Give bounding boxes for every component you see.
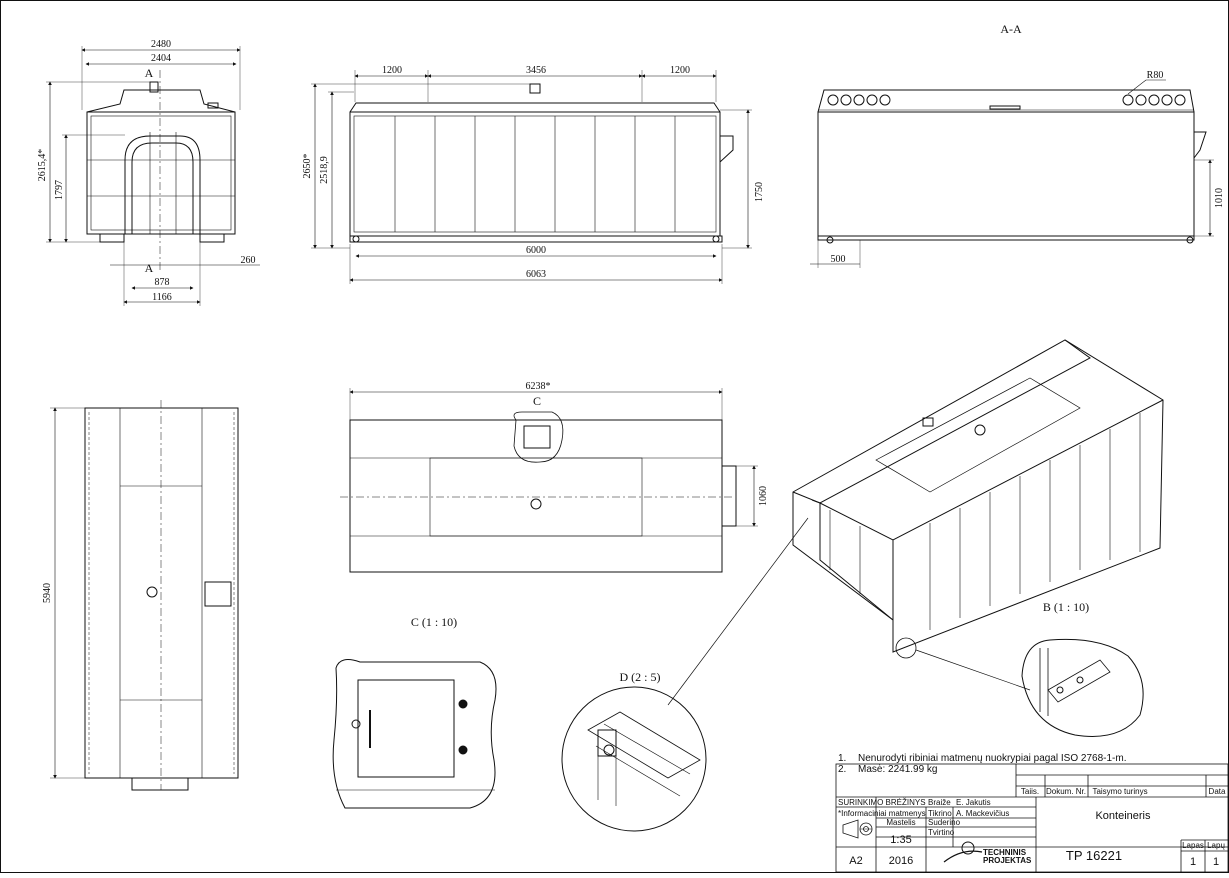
dim-1797: 1797 [54,180,65,200]
dim-r80: R80 [1147,70,1164,81]
detail-d [561,686,707,832]
drawing-year: 2016 [889,855,913,867]
company-line-1: TECHNINIS [983,848,1027,857]
dim-1750: 1750 [754,182,765,202]
rev-header-3: Taisymo turinys [1092,787,1147,796]
doc-number: TP 16221 [1066,848,1122,863]
person-drawn: E. Jakutis [956,798,991,807]
plan-view-labels: 6238* C 1060 [526,381,770,506]
dim-6238: 6238* [526,381,551,392]
dim-878: 878 [155,277,170,288]
sheets-total: 1 [1213,856,1219,868]
title-block-lines [835,763,1229,873]
rev-header-4: Data [1209,787,1226,796]
dim-260: 260 [241,255,256,266]
isometric-view [667,339,1164,706]
drawing-name: Konteineris [1095,810,1151,822]
front-view-dims: 2480 2404 A A 2615,4* 1797 260 878 1166 [37,39,256,303]
note-2-num: 2. [838,764,846,775]
detail-d-title: D (2 : 5) [620,670,661,684]
detail-c-title: C (1 : 10) [411,615,457,629]
side-view [311,70,752,284]
section-view-labels: A-A R80 1010 500 [831,22,1226,265]
rev-header-1: Taiis. [1021,787,1039,796]
section-view [810,79,1214,268]
role-drawn: Braiže [928,798,951,807]
note-2-text: Masė: 2241.99 kg [858,764,938,775]
dim-1060: 1060 [758,486,769,506]
dim-2615: 2615,4* [37,149,48,182]
info-label: *Informaciniai matmenys [838,809,926,818]
section-title: A-A [1000,22,1022,36]
section-mark-top: A [145,66,154,80]
dim-1200-left: 1200 [382,65,402,76]
sheets-label: Lapų [1207,841,1225,850]
dim-6000: 6000 [526,245,546,256]
role-approved: Tvirtino [928,828,955,837]
top-view [50,400,239,791]
scale-value: 1:35 [890,834,911,846]
detail-b [1021,638,1144,737]
dim-3456: 3456 [526,65,546,76]
title-block: Taiis. Dokum. Nr. Taisymo turinys Data S… [838,787,1226,868]
sheet-format: A2 [849,855,862,867]
sheet-label: Lapas [1182,841,1204,850]
dim-2480: 2480 [151,39,171,50]
role-checked: Tikrino [928,809,952,818]
dim-2518: 2518,9 [319,156,330,184]
person-checked: A. Mackevičius [956,809,1009,818]
note-1-text: Nenurodyti ribiniai matmenų nuokrypiai p… [858,753,1126,764]
note-1-num: 1. [838,753,846,764]
detail-b-title: B (1 : 10) [1043,600,1089,614]
sheet-number: 1 [1190,856,1196,868]
side-view-dims: 1200 3456 1200 2650* 2518,9 1750 6000 60… [302,65,765,280]
rev-header-2: Dokum. Nr. [1046,787,1086,796]
dim-1200-right: 1200 [670,65,690,76]
role-agreed: Suderino [928,818,961,827]
front-view [46,46,260,306]
dim-6063: 6063 [526,269,546,280]
detail-c [332,659,497,809]
dim-500: 500 [831,254,846,265]
section-mark-bottom: A [145,261,154,275]
scale-label: Mastelis [886,818,915,827]
detail-mark-c: C [533,394,541,408]
company-line-2: PROJEKTAS [983,856,1032,865]
dim-5940: 5940 [42,583,53,603]
plan-view [340,388,758,573]
dim-1010: 1010 [1214,188,1225,208]
dim-1166: 1166 [152,292,172,303]
notes: 1. Nenurodyti ribiniai matmenų nuokrypia… [838,753,1126,775]
drawing-kind: SURINKIMO BRĖŽINYS [838,798,926,807]
dim-2404: 2404 [151,53,171,64]
dim-2650: 2650* [302,154,313,179]
